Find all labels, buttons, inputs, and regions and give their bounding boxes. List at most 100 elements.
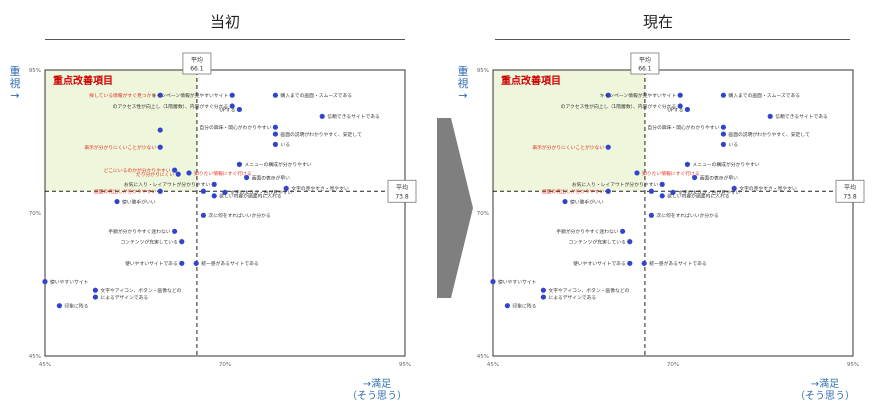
point-label: 知りたい情報にすぐ行ける (194, 170, 252, 177)
mean-y-box (387, 179, 417, 203)
data-point (720, 92, 726, 98)
point-label: 信頼できるサイトである (775, 113, 828, 120)
plot-frame (44, 69, 406, 357)
data-point (684, 161, 690, 167)
point-label: 印象に残る (64, 302, 88, 309)
point-label: 信頼できるサイトである (327, 113, 380, 120)
data-point (200, 188, 206, 194)
point-label: 表示が分かりにくいことが少ない (532, 144, 604, 151)
data-point (319, 113, 325, 119)
data-point (272, 131, 278, 137)
data-point (200, 212, 206, 218)
data-point (211, 193, 217, 199)
priority-zone (45, 70, 197, 192)
point-label: 手順が分かりやすく迷わない (108, 228, 171, 235)
mean-y-label: 平均 (396, 183, 408, 191)
y-axis-label: 重 (458, 64, 469, 78)
data-point (172, 228, 178, 234)
data-point (229, 103, 235, 109)
data-point (229, 92, 235, 98)
point-label: いる (728, 142, 738, 148)
title-rule-current (495, 39, 850, 40)
point-label: UPする (219, 107, 235, 113)
point-label: 使いやすいサイト (498, 278, 537, 285)
point-label: たり分かりにくい (136, 171, 174, 178)
point-label: メニューの構成が分かりやすい (692, 161, 759, 168)
point-label: 次に何をすればいいか分かる (208, 212, 271, 219)
point-label: 画面の説明がわかりやすく、安定して (728, 131, 810, 138)
data-point (767, 113, 773, 119)
data-point (627, 260, 633, 266)
point-label: 文字の見やすさ・見やすい (291, 185, 349, 192)
data-point (186, 170, 192, 176)
y-axis-label: 重 (10, 64, 21, 78)
mean-x-value: 66.1 (638, 66, 652, 73)
point-label: お気に入り・レイアウトが分かりやすい (124, 181, 211, 188)
point-label: 探している情報がすぐ見つかる (89, 92, 156, 99)
data-point (504, 303, 510, 309)
data-point (179, 260, 185, 266)
y-axis-label: 視 (458, 76, 469, 90)
data-point (42, 279, 48, 285)
mean-x-label: 平均 (639, 56, 651, 64)
x-tick-label: 70% (667, 362, 679, 368)
mean-x-box (182, 52, 212, 75)
x-tick-label: 45% (487, 362, 499, 368)
point-label: 使いやすいサイト (50, 278, 89, 285)
y-tick-label: 95% (29, 68, 41, 74)
point-label: キャンペーン情報が見やすいサイト (152, 92, 229, 99)
title-rule-initial (45, 39, 405, 40)
point-label: 画面の見出しが分かりやすい (542, 188, 605, 195)
point-label: 文字の見やすさ・見やすい (739, 185, 797, 192)
y-axis-label: → (458, 89, 467, 102)
point-label: どこにいるのかが分かりやすい (104, 167, 171, 174)
point-label: 統一感があるサイトである (649, 260, 707, 267)
point-label: いる (280, 142, 290, 148)
point-label: 文字の大きさ・色が見やすい (230, 189, 293, 196)
data-point (677, 92, 683, 98)
data-point (56, 303, 63, 309)
data-point (605, 92, 611, 98)
data-point (211, 181, 217, 187)
mean-x-value: 66.1 (190, 66, 204, 73)
priority-zone (493, 70, 645, 192)
y-tick-label: 95% (477, 68, 489, 74)
point-label: キャンペーン情報が見やすいサイト (600, 92, 677, 99)
scatter-chart-initial: 重点改善項目平均66.1平均73.895%70%45%45%70%95%重視→→… (10, 52, 417, 402)
point-label: によるデザインである (100, 294, 148, 301)
data-point (720, 124, 726, 130)
x-axis-label: →満足 (363, 378, 391, 390)
y-tick-label: 45% (29, 354, 41, 360)
data-point (157, 92, 163, 98)
data-point (648, 212, 654, 218)
data-point (179, 239, 185, 245)
point-label: 画面の見出しが分かりやすい (94, 188, 157, 195)
priority-zone-label: 重点改善項目 (53, 74, 113, 87)
point-label: 次に何をすればいいか分かる (656, 212, 719, 219)
scatter-chart-current: 重点改善項目平均66.1平均73.895%70%45%45%70%95%重視→→… (458, 52, 865, 402)
point-label: 購入までの画面・スムーズである (280, 92, 352, 99)
point-label: 使いやすいサイトである (573, 260, 626, 267)
data-point (157, 144, 163, 150)
data-point (490, 279, 496, 285)
point-label: 表示が分かりにくいことが少ない (84, 144, 156, 151)
priority-zone-label: 重点改善項目 (501, 74, 561, 87)
point-label: コンテンツが充実している (120, 238, 178, 245)
data-point (236, 161, 242, 167)
point-label: 自分の興味・関心がわかりやすい (647, 124, 719, 131)
mean-x-box (630, 52, 660, 75)
x-tick-label: 45% (39, 362, 51, 368)
point-label: 使いやすいサイトである (125, 260, 178, 267)
point-label: 文字の大きさ・色が見やすい (678, 189, 741, 196)
x-axis-label: （そう思う） (347, 390, 407, 402)
data-point (193, 260, 199, 266)
point-label: のアクセス性が向上し（1階層数）、内容がすぐ分かる (561, 103, 677, 110)
y-axis-label: → (10, 89, 19, 102)
data-point (692, 174, 698, 181)
data-point (175, 171, 181, 177)
point-label: 画面の説明がわかりやすく、安定して (280, 131, 362, 138)
mean-y-value: 73.8 (843, 193, 857, 200)
data-point (634, 170, 640, 176)
x-tick-label: 95% (847, 362, 859, 368)
mean-y-label: 平均 (844, 183, 856, 191)
